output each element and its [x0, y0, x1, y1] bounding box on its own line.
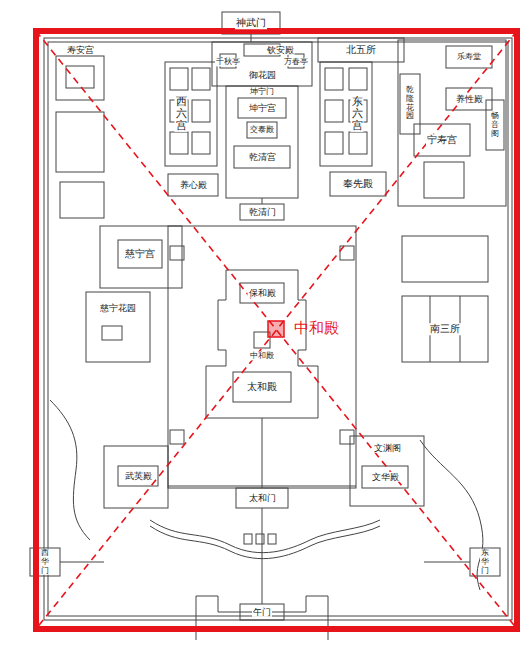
building-label: 御花园 — [248, 70, 277, 80]
building-label: 乐寿堂 — [456, 52, 482, 61]
building-label: 养性殿 — [455, 94, 484, 104]
building-label: 神武门 — [235, 17, 267, 29]
building-label: 养心殿 — [179, 180, 208, 190]
building-label: 文华殿 — [371, 472, 400, 482]
building-label: 保和殿 — [248, 288, 277, 298]
building-label: 东华门 — [480, 549, 490, 575]
building-label: 交泰殿 — [249, 125, 275, 134]
building-label: 宁寿宫 — [426, 134, 458, 146]
building-label: 钦安殿 — [266, 45, 295, 55]
building-label: 武英殿 — [124, 471, 153, 481]
building-label: 坤宁宫 — [248, 103, 277, 113]
building-label: 太和殿 — [246, 381, 278, 393]
building-label: 奉先殿 — [342, 178, 374, 190]
building-label: 太和门 — [248, 493, 277, 503]
building-label: 南三所 — [429, 323, 461, 335]
building-label: 西六宫 — [175, 96, 188, 132]
building-label: 寿安宫 — [66, 45, 95, 55]
building-label: 乾隆花园 — [405, 86, 415, 121]
building-label: 东六宫 — [351, 96, 364, 132]
building-label: 文渊阁 — [373, 443, 402, 453]
building-label: 慈宁花园 — [99, 303, 137, 313]
building-label: 畅音阁 — [490, 112, 500, 138]
building-label: 北五所 — [345, 44, 377, 56]
building-label: 西华门 — [40, 549, 50, 575]
building-label: 乾清门 — [248, 207, 277, 217]
building-label: 慈宁宫 — [124, 248, 156, 260]
building-label: 中和殿 — [249, 351, 275, 360]
building-label: 千秋亭 — [215, 57, 241, 66]
building-label: 万春亭 — [283, 57, 309, 66]
highlight-label: 中和殿 — [293, 320, 340, 337]
building-label: 乾清宫 — [248, 152, 277, 162]
building-label: 坤宁门 — [249, 87, 275, 96]
building-label: 午门 — [252, 607, 272, 617]
